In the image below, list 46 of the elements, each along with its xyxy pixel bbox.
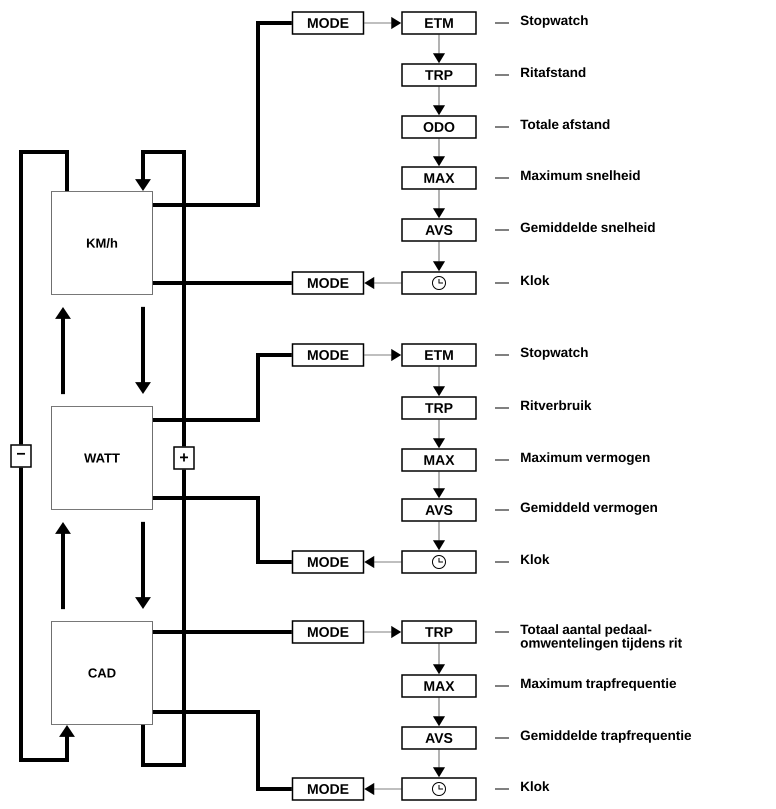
description: Klok: [494, 781, 550, 792]
description: Totaal aantal pedaal- omwentelingen tijdens rit: [494, 624, 682, 650]
connector-line: [152, 710, 292, 791]
description: Maximum vermogen: [494, 452, 650, 465]
sign-button: +: [173, 446, 195, 470]
connector-line: [152, 630, 292, 634]
mode-panel: CAD: [51, 621, 153, 725]
display-box: ETM: [401, 11, 477, 35]
display-box: MAX: [401, 448, 477, 472]
description: Ritverbruik: [494, 400, 592, 410]
description: Gemiddelde snelheid: [494, 222, 655, 232]
mode-box: MODE: [292, 620, 364, 644]
description: Ritafstand: [494, 67, 586, 78]
connector-line: [152, 281, 292, 285]
mode-panel: WATT: [51, 406, 153, 510]
sign-button: −: [10, 444, 32, 468]
display-box: ETM: [401, 343, 477, 367]
description: Gemiddeld vermogen: [494, 502, 657, 515]
connector-line: [152, 21, 292, 207]
description: Klok: [494, 554, 550, 564]
connector-line: [141, 470, 186, 767]
connector-line: [152, 353, 292, 422]
mode-box: MODE: [292, 550, 364, 574]
display-box: MAX: [401, 674, 477, 698]
connector-line: [19, 150, 69, 444]
mode-panel: KM/h: [51, 191, 153, 295]
mode-box: MODE: [292, 11, 364, 35]
display-box: AVS: [401, 218, 477, 242]
display-box: ODO: [401, 115, 477, 139]
description: Stopwatch: [494, 347, 588, 360]
connector-line: [152, 496, 292, 564]
description: Maximum trapfrequentie: [494, 678, 676, 691]
mode-box: MODE: [292, 343, 364, 367]
description: Totale afstand: [494, 119, 610, 130]
display-box: MAX: [401, 166, 477, 190]
display-box: AVS: [401, 726, 477, 750]
display-box: TRP: [401, 63, 477, 87]
mode-box: MODE: [292, 777, 364, 801]
mode-box: MODE: [292, 271, 364, 295]
description: Stopwatch: [494, 15, 588, 28]
display-box: TRP: [401, 396, 477, 420]
description: Gemiddelde trapfrequentie: [494, 730, 692, 743]
display-box: AVS: [401, 498, 477, 522]
description: Klok: [494, 275, 550, 286]
display-box: TRP: [401, 620, 477, 644]
description: Maximum snelheid: [494, 170, 640, 180]
